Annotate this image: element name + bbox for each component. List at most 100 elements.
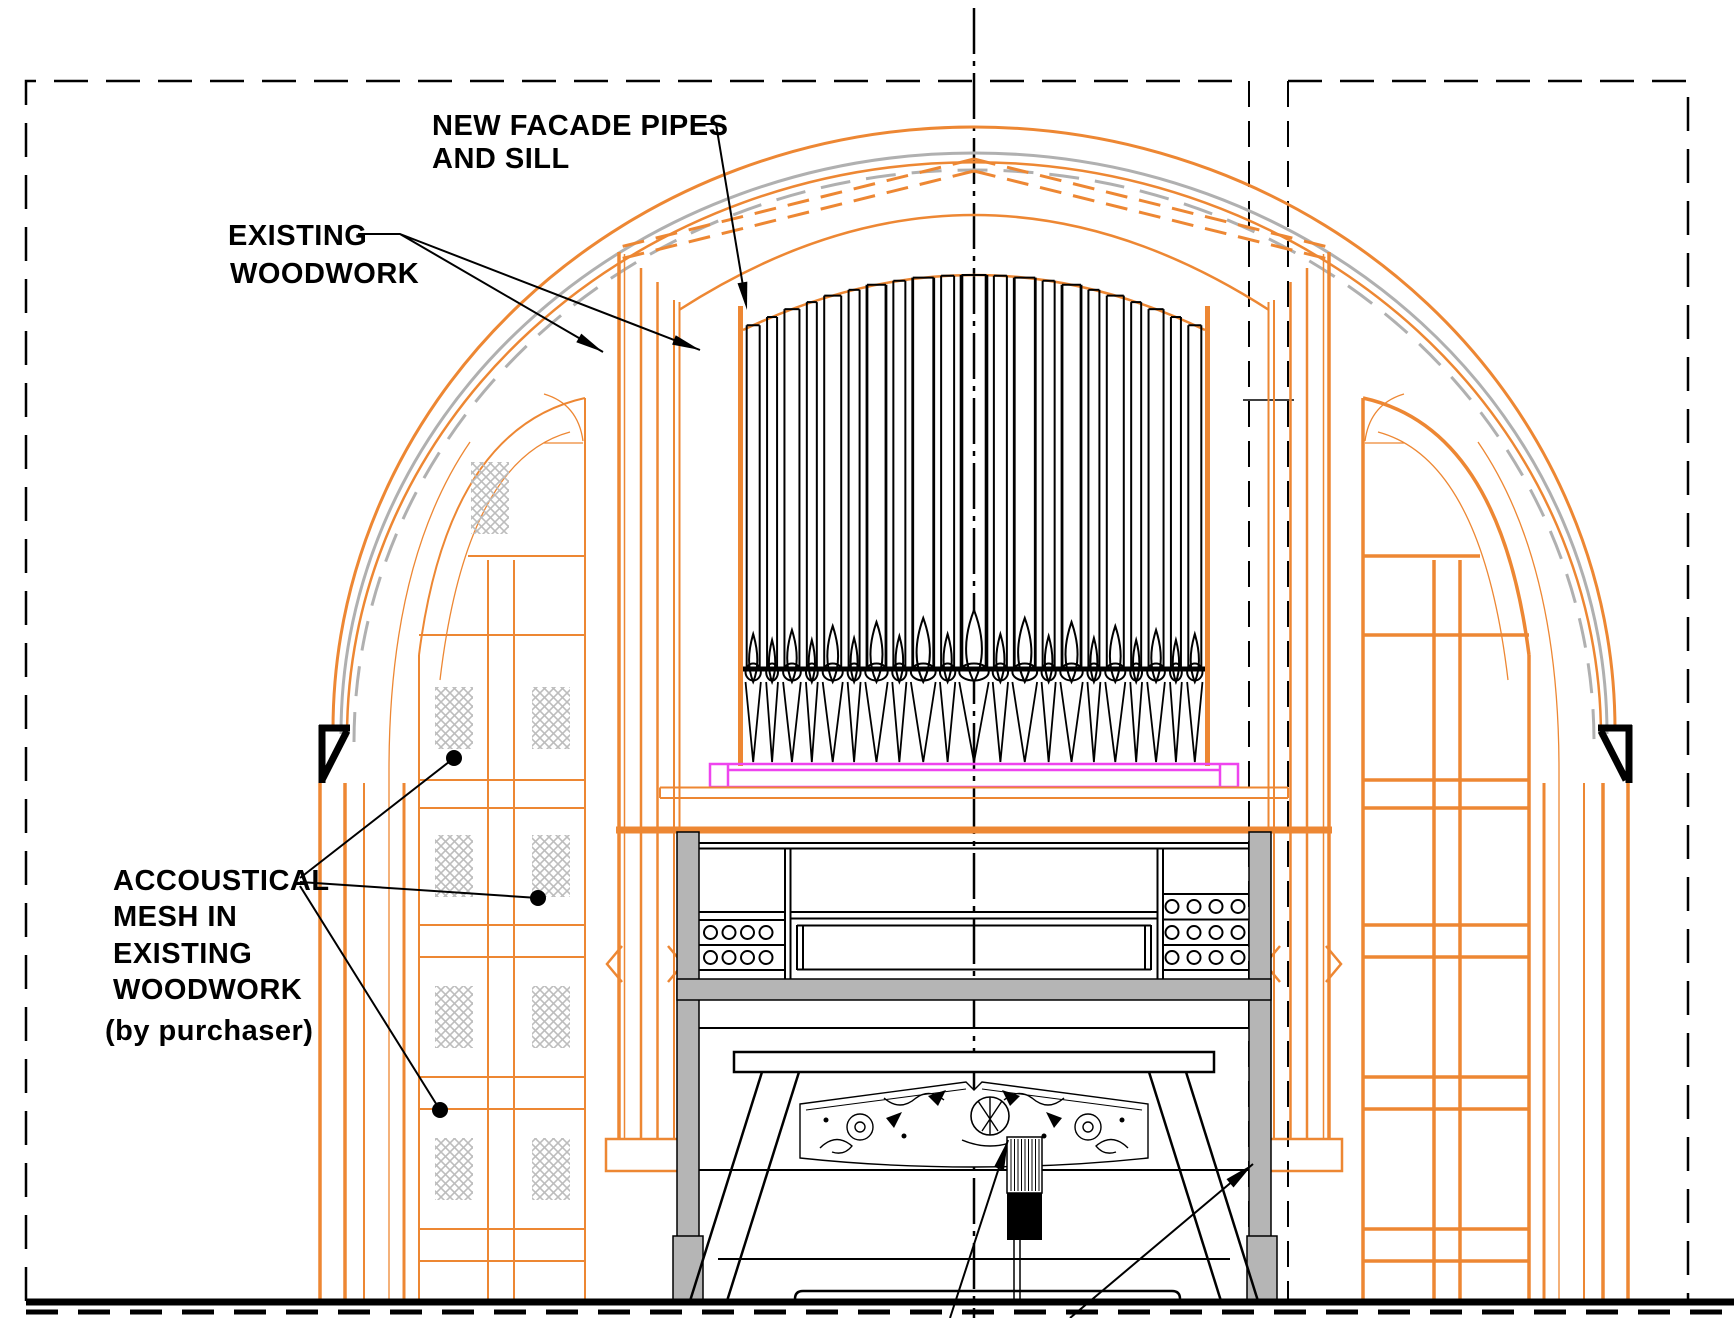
stop-knob <box>1230 925 1246 940</box>
pipe-mouth <box>1150 626 1162 685</box>
break-mark <box>1325 945 1343 983</box>
stop-knob <box>758 950 774 965</box>
floor-line <box>26 1298 1734 1315</box>
left-side-panel <box>418 393 586 1301</box>
music-desk-rail <box>732 1050 1216 1074</box>
acoustic-mesh-patches <box>435 462 570 1200</box>
leader-line <box>358 233 701 353</box>
arch-jamb-right <box>1477 441 1630 1301</box>
annotation-facade-pipes: NEW FACADE PIPES AND SILL <box>432 110 748 310</box>
leader-arrowhead <box>1226 1164 1253 1188</box>
leader-arrowhead <box>737 281 748 310</box>
stop-knob <box>1186 950 1202 965</box>
label-acoustic-mesh-4: WOODWORK <box>113 974 302 1006</box>
stop-knob <box>1208 950 1224 965</box>
stop-knob <box>703 925 718 940</box>
label-acoustic-mesh-3: EXISTING <box>113 938 252 970</box>
arch-soffit <box>678 213 1270 312</box>
case-post-right <box>1248 831 1272 1302</box>
pilaster-plinth <box>1263 1137 1344 1173</box>
pipe-foot <box>891 681 908 763</box>
pipe-foot <box>864 681 889 763</box>
post-base-right <box>1246 1235 1278 1302</box>
leader-line <box>694 123 747 305</box>
leader-dot <box>530 890 546 906</box>
leader-dot <box>446 750 462 766</box>
pipe-foot <box>821 681 844 763</box>
post-base-left <box>672 1235 704 1302</box>
label-existing-woodwork-1: EXISTING <box>228 220 367 252</box>
pipe-foot <box>1146 681 1166 763</box>
mesh-patch <box>532 1138 570 1200</box>
arch-corbel-left <box>318 724 351 783</box>
break-mark <box>605 945 623 983</box>
label-new-facade-pipes-1: NEW FACADE PIPES <box>432 110 728 142</box>
stop-knob <box>1230 899 1246 914</box>
pipe-foot <box>1059 681 1084 763</box>
stop-knob <box>1230 950 1246 965</box>
pilaster-plinth <box>604 1137 685 1173</box>
pipe-mouth <box>995 630 1006 685</box>
pipe-foot <box>1011 681 1039 763</box>
pipe-compartment <box>738 273 1210 766</box>
bench <box>793 1289 1182 1302</box>
stop-knob <box>1164 925 1180 940</box>
pipe-mouth <box>942 630 953 685</box>
leader-arrowhead <box>994 1140 1008 1170</box>
label-existing-woodwork-2: WOODWORK <box>230 258 419 290</box>
pipe-mouth <box>1064 618 1079 685</box>
pipe-foot <box>1104 681 1127 763</box>
pipe-mouth <box>1171 636 1181 685</box>
pipe-foot <box>958 681 990 763</box>
roof-dashed-chevrons <box>619 157 1329 261</box>
mesh-patch <box>532 835 570 897</box>
pipe-foot <box>1040 681 1057 763</box>
pipe-mouth <box>849 634 859 685</box>
music-rack-post <box>1006 1136 1043 1301</box>
pipe-mouth <box>748 630 759 685</box>
leader-arrowhead <box>576 333 603 352</box>
mesh-patch <box>435 1138 473 1200</box>
pipe-foot <box>1086 681 1102 763</box>
mesh-patch <box>435 835 473 897</box>
pipe-mouth <box>1108 622 1122 685</box>
pipe-mouth <box>826 622 840 685</box>
pipe-mouth <box>1089 634 1099 685</box>
mesh-patch <box>435 986 473 1048</box>
pipe-foot <box>1169 681 1183 763</box>
stop-knob <box>721 925 737 940</box>
desk-legs <box>688 1071 1260 1302</box>
case-pilaster-right <box>1263 252 1344 1173</box>
pipe-foot <box>765 681 779 763</box>
stop-knob <box>758 925 774 940</box>
mesh-patch <box>435 687 473 749</box>
stop-knob <box>721 950 737 965</box>
mesh-patch <box>532 986 570 1048</box>
leader-line <box>299 757 539 1111</box>
leader-dot <box>432 1102 448 1118</box>
label-acoustic-mesh-2: MESH IN <box>113 901 237 933</box>
mesh-patch <box>532 687 570 749</box>
case-pilaster-left <box>604 252 685 1173</box>
pipe-mouth <box>1132 636 1141 685</box>
arch-corbel-right <box>1597 724 1633 783</box>
stop-knob <box>1186 925 1202 940</box>
mesh-patch <box>471 462 509 534</box>
pipe-mouth <box>1043 632 1054 685</box>
stop-knob <box>740 950 755 965</box>
case-post-left <box>676 831 700 1302</box>
annotation-acoustic-mesh: ACCOUSTICAL MESH IN EXISTING WOODWORK (b… <box>105 750 546 1118</box>
stop-knob <box>1208 899 1224 914</box>
stop-knob <box>1164 899 1180 914</box>
console <box>672 831 1278 1302</box>
hidden-arc-dashed <box>352 168 1596 743</box>
carved-ornament <box>799 1081 1149 1168</box>
keydesk-shelf <box>676 978 1272 1001</box>
right-side-panel <box>1361 393 1531 1301</box>
pipe-foot <box>846 681 862 763</box>
stop-knobs <box>703 899 1246 965</box>
label-acoustic-mesh-1: ACCOUSTICAL <box>113 865 330 897</box>
stop-knob <box>1186 899 1202 914</box>
pipe-mouth <box>767 636 777 685</box>
